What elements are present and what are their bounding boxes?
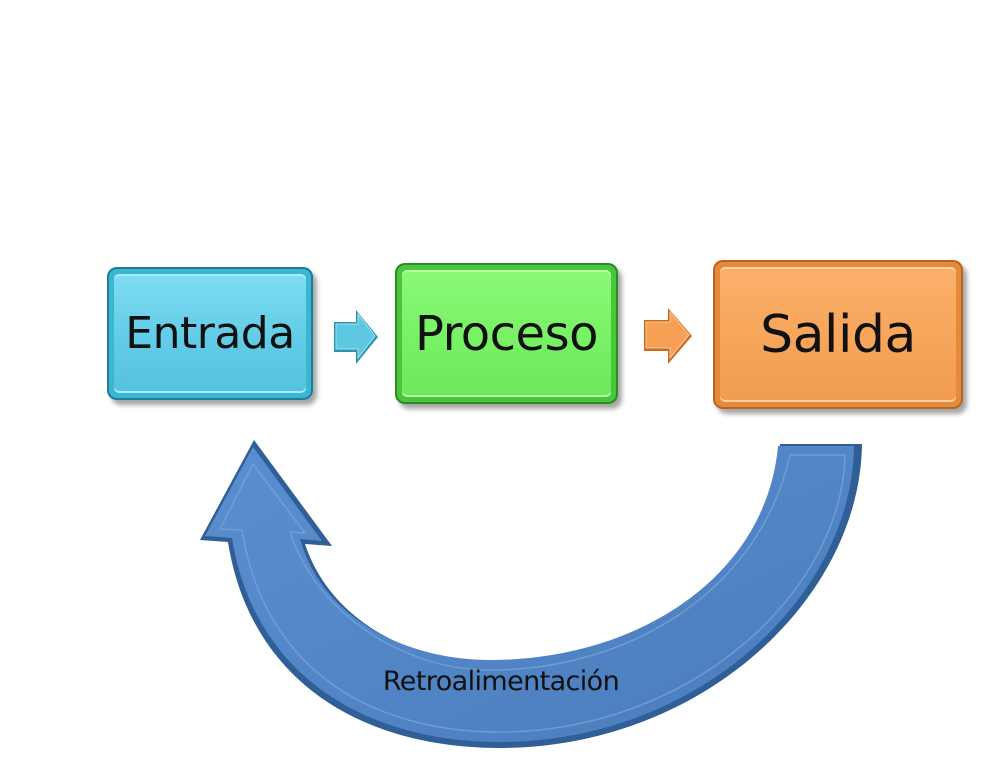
step-box-entrada: Entrada [107, 267, 313, 400]
step-box-entrada-face [114, 274, 306, 393]
step-label-entrada: Entrada [125, 308, 295, 359]
step-label-proceso: Proceso [415, 305, 598, 362]
feedback-arrow-body [205, 446, 854, 742]
connector-arrow-entrada-proceso [334, 310, 378, 364]
feedback-arrow-bevel [218, 454, 846, 733]
step-box-proceso: Proceso [395, 263, 618, 404]
feedback-arrow [200, 440, 862, 748]
feedback-label: Retroalimentación [382, 666, 620, 697]
step-label-salida: Salida [760, 304, 916, 365]
step-box-proceso-face [402, 270, 611, 397]
connector-arrow-proceso-salida [644, 308, 692, 364]
step-box-salida: Salida [713, 260, 963, 409]
step-box-salida-face [720, 267, 956, 402]
